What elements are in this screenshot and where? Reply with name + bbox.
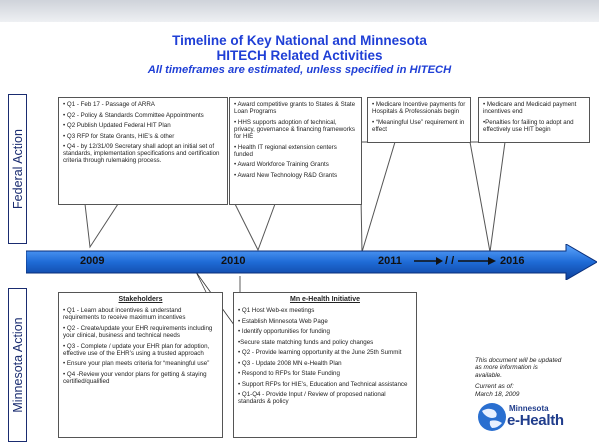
list-item: • Q2 Publish Updated Federal HIT Plan bbox=[63, 122, 171, 129]
note-date: March 18, 2009 bbox=[475, 390, 520, 398]
federal-box-2011: • Medicare Incentive payments for Hospit… bbox=[367, 97, 471, 143]
list-item: • “Meaningful Use” requirement in effect bbox=[372, 118, 465, 133]
stakeholders-heading: Stakeholders bbox=[118, 296, 163, 303]
list-item: • Q1 - Learn about incentives & understa… bbox=[63, 307, 186, 322]
list-item: • Ensure your plan meets criteria for “m… bbox=[63, 360, 210, 368]
federal-box-2010: • Award competitive grants to States & S… bbox=[229, 97, 362, 205]
list-item: • Q3 - Complete / update your EHR plan f… bbox=[63, 342, 210, 357]
list-item: • Q2 - Create/update your EHR requiremen… bbox=[63, 324, 213, 340]
slide-header-bar bbox=[0, 0, 599, 22]
list-item: • Medicare and Medicaid payment incentiv… bbox=[483, 101, 577, 116]
list-item: • HHS supports adoption of technical, pr… bbox=[234, 118, 355, 141]
title-line-1: Timeline of Key National and Minnesota bbox=[172, 33, 427, 48]
list-item: • Award Workforce Training Grants bbox=[234, 161, 329, 169]
list-item: • Q1-Q4 - Provide Input / Review of prop… bbox=[238, 391, 386, 406]
note-date-label: Current as of: bbox=[475, 383, 514, 391]
title-block: Timeline of Key National and Minnesota H… bbox=[12, 22, 587, 87]
timeline-break-arrows bbox=[414, 257, 496, 265]
year-2009: 2009 bbox=[80, 255, 105, 267]
list-item: • Support RFPs for HIE’s, Education and … bbox=[238, 380, 408, 388]
stakeholders-box: Stakeholders • Q1 - Learn about incentiv… bbox=[58, 292, 223, 438]
list-item: •Penalties for failing to adopt and effe… bbox=[483, 118, 574, 133]
year-2011: 2011 bbox=[378, 255, 402, 267]
list-item: • Award competitive grants to States & S… bbox=[234, 101, 356, 116]
mn-initiative-heading: Mn e-Health Initiative bbox=[289, 296, 360, 303]
list-item: • Q3 RFP for State Grants, HIE’s & other bbox=[63, 132, 175, 140]
globe-icon bbox=[478, 403, 506, 431]
list-item: • Q3 - Update 2008 MN e-Health Plan bbox=[238, 359, 342, 367]
title-line-2: HITECH Related Activities bbox=[216, 48, 383, 63]
list-item: • Q4 - by 12/31/09 Secretary shall adopt… bbox=[63, 143, 220, 165]
timeline-break-mark: / / bbox=[445, 255, 455, 267]
list-item: • Q4 -Review your vendor plans for getti… bbox=[63, 370, 207, 386]
list-item: • Q1 - Feb 17 - Passage of ARRA bbox=[63, 101, 155, 108]
list-item: • Medicare Incentive payments for Hospit… bbox=[372, 101, 466, 116]
timeline-arrow bbox=[26, 244, 597, 280]
list-item: • Health IT regional extension centers f… bbox=[234, 143, 337, 158]
list-item: •Secure state matching funds and policy … bbox=[238, 338, 374, 346]
list-item: • Q2 - Policy & Standards Committee Appo… bbox=[63, 111, 204, 119]
subtitle: All timeframes are estimated, unless spe… bbox=[147, 64, 452, 76]
logo-text-top: Minnesota bbox=[509, 404, 549, 413]
list-item: • Respond to RFPs for State Funding bbox=[238, 370, 340, 378]
update-note: This document will be updated as more in… bbox=[475, 357, 565, 398]
minnesota-action-band: Minnesota Action bbox=[8, 288, 27, 442]
federal-box-2016: • Medicare and Medicaid payment incentiv… bbox=[478, 97, 590, 143]
note-text: This document will be updated as more in… bbox=[475, 357, 562, 379]
mn-ehealth-logo: Minnesota e-Health bbox=[474, 399, 584, 435]
list-item: • Identify opportunities for funding bbox=[238, 328, 330, 336]
mn-initiative-box: Mn e-Health Initiative • Q1 Host Web-ex … bbox=[233, 292, 417, 438]
federal-action-band: Federal Action bbox=[8, 94, 27, 244]
list-item: • Award New Technology R&D Grants bbox=[234, 171, 338, 179]
year-2016: 2016 bbox=[500, 255, 525, 267]
federal-box-2009: • Q1 - Feb 17 - Passage of ARRA • Q2 - P… bbox=[58, 97, 228, 205]
list-item: • Q1 Host Web-ex meetings bbox=[238, 307, 315, 315]
list-item: • Establish Minnesota Web Page bbox=[238, 317, 328, 325]
list-item: • Q2 - Provide learning opportunity at t… bbox=[238, 349, 402, 357]
logo-text-bottom: e-Health bbox=[507, 412, 564, 429]
year-2010: 2010 bbox=[221, 255, 246, 267]
